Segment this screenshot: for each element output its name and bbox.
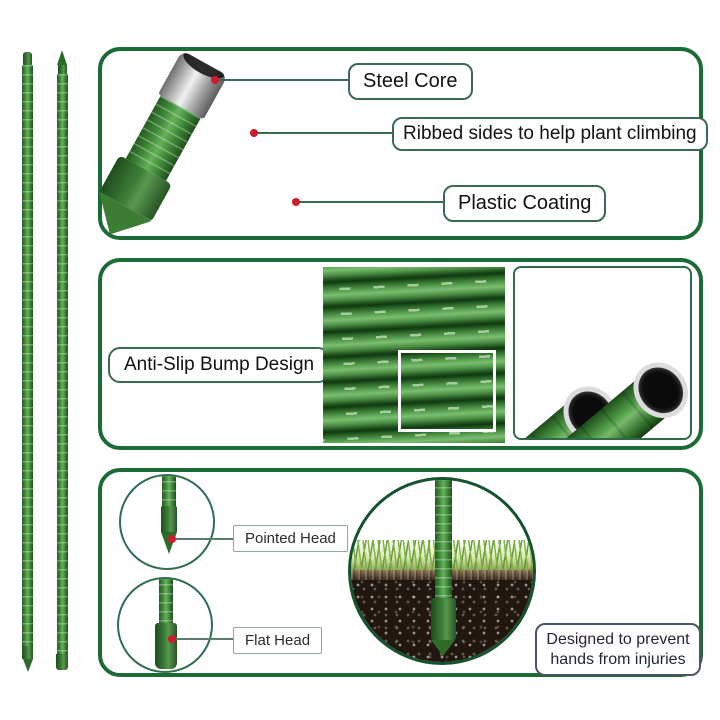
garden-stake-pointed-top	[56, 50, 68, 670]
soil-circle	[348, 477, 536, 665]
pointed-tip	[431, 640, 455, 656]
tube-ends-photo	[513, 266, 692, 440]
tube-opening	[622, 351, 690, 430]
stake-point-cap	[22, 646, 33, 659]
callout-line	[176, 538, 233, 540]
stake-pointed-tip	[57, 50, 67, 65]
callout-dot	[292, 198, 300, 206]
steel-core-label: Steel Core	[348, 63, 473, 100]
callout-line	[218, 79, 348, 81]
anti-slip-label: Anti-Slip Bump Design	[108, 347, 331, 383]
tip-features-panel: Steel Core Ribbed sides to help plant cl…	[83, 47, 708, 249]
pointed-cap	[431, 598, 456, 640]
stake-body	[22, 65, 33, 646]
stake-shaft	[159, 579, 173, 625]
callout-line	[176, 638, 233, 640]
stake-flat-cap	[56, 654, 68, 670]
callout-line	[299, 201, 443, 203]
stake-shaft	[435, 480, 452, 598]
stake-pointed-tip	[22, 659, 33, 672]
stake-collar	[57, 65, 67, 74]
flat-cap	[155, 623, 177, 669]
anti-slip-panel: Anti-Slip Bump Design	[98, 258, 703, 450]
safety-note: Designed to prevent hands from injuries	[535, 623, 701, 677]
callout-dot	[168, 635, 176, 643]
pointed-cap	[161, 506, 177, 533]
callout-dot	[250, 129, 258, 137]
highlight-square	[398, 350, 496, 432]
stake-body	[56, 74, 68, 654]
stake-flat-cap	[23, 52, 32, 65]
ribbed-sides-label: Ribbed sides to help plant climbing	[392, 117, 708, 151]
pointed-head-circle	[119, 474, 215, 570]
callout-dot	[211, 76, 219, 84]
stake-shaft	[162, 476, 176, 508]
callout-line	[257, 132, 392, 134]
callout-dot	[168, 535, 176, 543]
flat-head-label: Flat Head	[233, 627, 323, 654]
garden-stake-flat-top	[22, 52, 33, 672]
flat-head-circle	[117, 577, 213, 673]
head-types-panel: Pointed Head Flat Head Designed to preve…	[98, 468, 703, 677]
pointed-head-label: Pointed Head	[233, 525, 348, 552]
stake-tip-graphic	[83, 48, 231, 249]
plastic-coating-label: Plastic Coating	[443, 185, 607, 222]
